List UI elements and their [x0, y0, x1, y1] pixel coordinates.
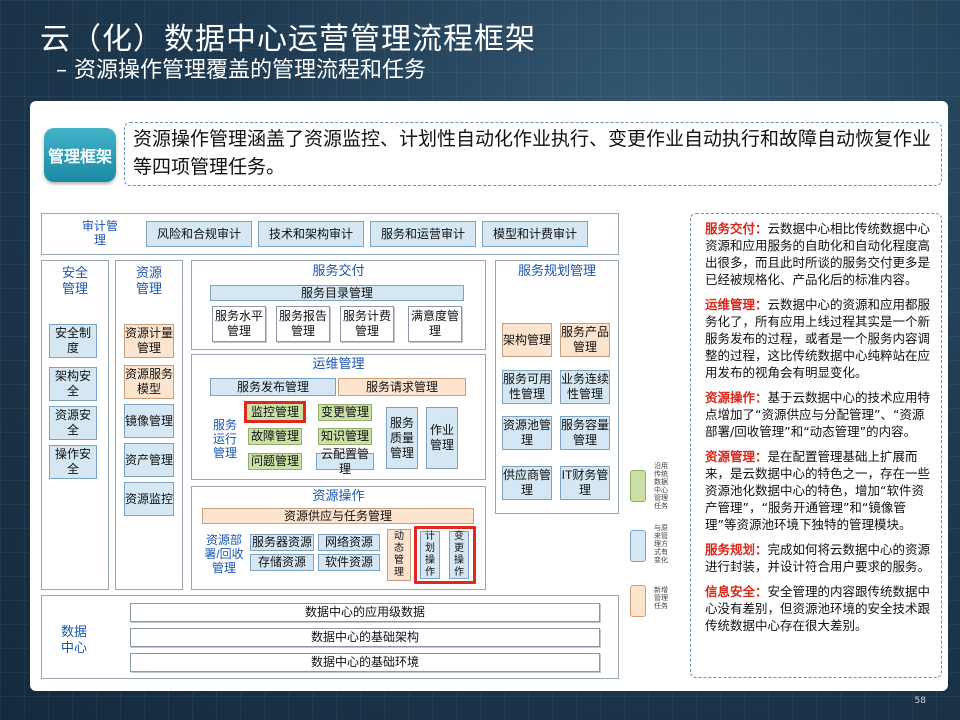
- note-text: 云数据中心相比传统数据中心资源和应用服务的自助化和自动化程度高出很多，而且此时所…: [705, 221, 931, 287]
- legend-swatch: [630, 530, 646, 562]
- ops-run-label: 服务运行管理: [212, 418, 237, 460]
- ops-incident: 故障管理: [248, 428, 302, 445]
- delivery-label: 服务交付: [312, 263, 365, 278]
- note-item: 运维管理：云数据中心的资源和应用都服务化了，所有应用上线过程其实是一个新服务发布…: [705, 296, 933, 381]
- ops-problem: 问题管理: [248, 453, 302, 470]
- resops-dynamic: 动态管理: [387, 529, 411, 581]
- legend-swatch: [630, 470, 646, 502]
- datacenter-layer: 数据中心的基础环境: [130, 653, 600, 672]
- planning-label: 服务规划管理: [517, 263, 596, 278]
- page-title: 云（化）数据中心运营管理流程框架: [40, 22, 536, 57]
- planning-item: 架构管理: [502, 323, 552, 357]
- planning-item: 业务连续性管理: [560, 370, 610, 404]
- note-text: 完成如何将云数据中心的资源进行封装，并设计符合用户要求的服务。: [705, 542, 931, 574]
- resource-item: 镜像管理: [124, 404, 174, 438]
- delivery-item: 服务水平管理: [212, 306, 266, 342]
- note-keyword: 资源管理：: [705, 449, 768, 464]
- resops-server: 服务器资源: [250, 534, 314, 551]
- audit-label: 审计管理: [82, 219, 119, 247]
- framework-tag: 管理框架: [44, 128, 116, 182]
- audit-item: 风险和合规审计: [146, 221, 252, 247]
- delivery-catalog: 服务目录管理: [210, 285, 464, 301]
- resops-label: 资源操作: [312, 488, 365, 503]
- delivery-item: 服务报告管理: [276, 306, 330, 342]
- security-label: 安全管理: [61, 265, 88, 296]
- planning-item: 服务可用性管理: [502, 370, 552, 404]
- resource-item: 资产管理: [124, 443, 174, 477]
- ops-request: 服务请求管理: [338, 378, 466, 396]
- page-number: 58: [914, 696, 926, 706]
- ops-knowledge: 知识管理: [318, 428, 372, 445]
- delivery-item: 满意度管理: [408, 306, 462, 342]
- ops-quality: 服务质量管理: [386, 407, 418, 469]
- resops-supply: 资源供应与任务管理: [202, 508, 474, 524]
- content-panel: [30, 101, 948, 691]
- ops-monitor: 监控管理: [244, 401, 306, 423]
- note-keyword: 服务交付：: [705, 221, 768, 236]
- ops-job: 作业管理: [426, 407, 458, 469]
- note-item: 服务规划：完成如何将云数据中心的资源进行封装，并设计符合用户要求的服务。: [705, 541, 933, 575]
- audit-item: 模型和计费审计: [482, 221, 588, 247]
- security-item: 架构安全: [49, 367, 97, 401]
- planning-item: 服务容量管理: [560, 416, 610, 450]
- datacenter-label: 数据中心: [60, 624, 87, 655]
- delivery-item: 服务计费管理: [340, 306, 394, 342]
- resops-change-op: 变更操作: [449, 531, 469, 579]
- note-keyword: 运维管理：: [705, 297, 768, 312]
- ops-label: 运维管理: [312, 356, 365, 371]
- planning-item: 资源池管理: [502, 416, 552, 450]
- note-keyword: 信息安全：: [705, 584, 768, 599]
- note-item: 资源管理：是在配置管理基础上扩展而来，是云数据中心的特色之一，存在一些资源池化数…: [705, 448, 933, 533]
- datacenter-layer: 数据中心的应用级数据: [130, 603, 600, 622]
- security-item: 资源安全: [49, 406, 97, 440]
- resops-network: 网络资源: [318, 534, 380, 551]
- resource-label: 资源管理: [135, 265, 162, 296]
- resops-deploy-label: 资源部署/回收管理: [204, 533, 244, 575]
- security-item: 操作安全: [49, 445, 97, 479]
- audit-item: 服务和运营审计: [370, 221, 476, 247]
- planning-item: IT财务管理: [560, 466, 610, 500]
- resops-planned: 计划操作: [420, 531, 440, 579]
- note-item: 资源操作：基于云数据中心的技术应用特点增加了“资源供应与分配管理”、“资源部署/…: [705, 389, 933, 440]
- resops-highlight-frame: [414, 526, 476, 584]
- resource-item: 资源服务模型: [124, 365, 174, 399]
- resource-item: 资源监控: [124, 482, 174, 516]
- resops-storage: 存储资源: [250, 554, 314, 571]
- ops-release: 服务发布管理: [210, 378, 336, 396]
- notes-panel: 服务交付：云数据中心相比传统数据中心资源和应用服务的自助化和自动化程度高出很多，…: [690, 213, 942, 678]
- note-text: 是在配置管理基础上扩展而来，是云数据中心的特色之一，存在一些资源池化数据中心的特…: [705, 449, 931, 532]
- audit-item: 技术和架构审计: [258, 221, 364, 247]
- ops-config: 云配置管理: [316, 447, 374, 476]
- note-text: 基于云数据中心的技术应用特点增加了“资源供应与分配管理”、“资源部署/回收管理”…: [705, 390, 931, 439]
- note-text: 云数据中心的资源和应用都服务化了，所有应用上线过程其实是一个新服务发布的过程，或…: [705, 297, 931, 380]
- page-subtitle: – 资源操作管理覆盖的管理流程和任务: [56, 58, 426, 83]
- intro-text: 资源操作管理涵盖了资源监控、计划性自动化作业执行、变更作业自动执行和故障自动恢复…: [124, 122, 942, 186]
- note-keyword: 资源操作：: [705, 390, 768, 405]
- note-keyword: 服务规划：: [705, 542, 768, 557]
- datacenter-layer: 数据中心的基础架构: [130, 628, 600, 647]
- security-item: 安全制度: [49, 324, 97, 358]
- ops-change: 变更管理: [318, 404, 372, 421]
- resource-item: 资源计量管理: [124, 324, 174, 358]
- planning-item: 供应商管理: [502, 466, 552, 500]
- note-text: 安全管理的内容跟传统数据中心没有差别，但资源池环境的安全技术跟传统数据中心存在很…: [705, 584, 931, 633]
- note-item: 服务交付：云数据中心相比传统数据中心资源和应用服务的自助化和自动化程度高出很多，…: [705, 220, 933, 288]
- legend-text: 与原来管理方式有变化: [654, 524, 668, 564]
- legend-text: 沿用传统数据中心管理任务: [654, 462, 668, 510]
- legend-swatch: [630, 585, 646, 617]
- resops-software: 软件资源: [318, 554, 380, 571]
- legend-text: 新增管理任务: [654, 586, 668, 610]
- note-item: 信息安全：安全管理的内容跟传统数据中心没有差别，但资源池环境的安全技术跟传统数据…: [705, 583, 933, 634]
- planning-item: 服务产品管理: [560, 323, 610, 357]
